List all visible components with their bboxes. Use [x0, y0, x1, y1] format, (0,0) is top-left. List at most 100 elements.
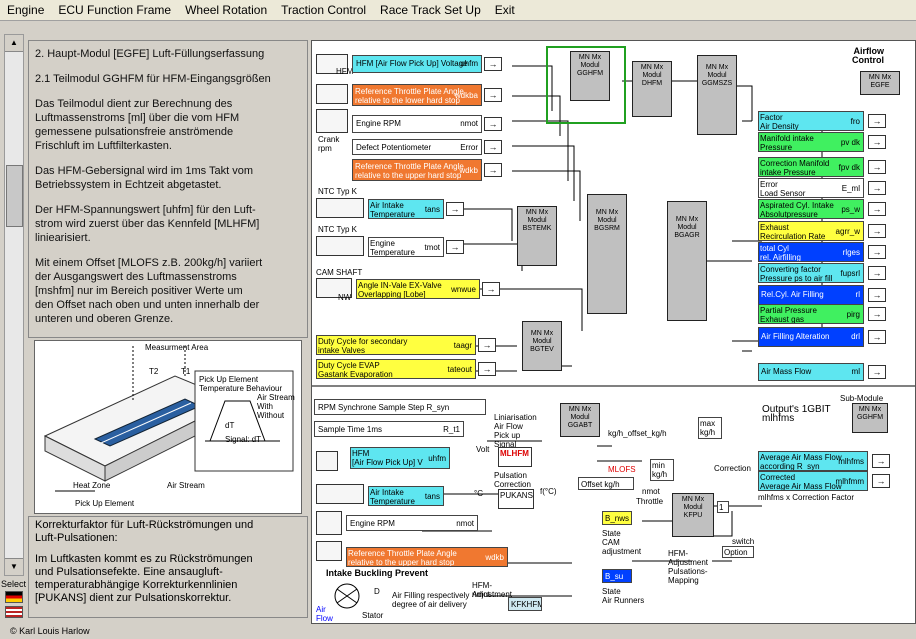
- input-rpm-sync[interactable]: RPM Synchrone Sample Step R_syn: [314, 399, 486, 415]
- nmot-small-label: nmot: [642, 487, 660, 496]
- hfm-sensor-drawing: [43, 346, 294, 492]
- hfm-adjustment2-label: HFM- Adjustment: [472, 581, 513, 599]
- input-valve-overlap[interactable]: Angle IN-Vale EX-Valve Overlapping [Lobe…: [356, 279, 480, 299]
- cam-shaft-label: CAM SHAFT: [316, 268, 363, 277]
- module-bstemk[interactable]: MN Mx Modul BSTEMK: [517, 206, 557, 266]
- module-ggabt[interactable]: MN Mx Modul GGABT: [560, 403, 600, 437]
- arrow-tans: →: [446, 202, 464, 216]
- arrow-out-fro: →: [868, 114, 886, 128]
- hfm-sensor-figure: Measurment Area T2 T1 Pick Up Element Te…: [34, 340, 302, 514]
- input-throttle-upper[interactable]: Reference Throttle Plate Angle relative …: [352, 159, 482, 181]
- arrow-uhfm: →: [484, 57, 502, 71]
- fig-signal-dt: Signal: dT: [225, 435, 262, 444]
- german-flag-icon[interactable]: [5, 591, 23, 603]
- intake-buckling-title: Intake Buckling Prevent: [326, 568, 429, 578]
- fig-dt: dT: [225, 421, 235, 430]
- sub-ntc-sensor-icon: [316, 484, 364, 504]
- max-limit[interactable]: max kg/h: [698, 417, 722, 439]
- module-egfe[interactable]: MN Mx EGFE: [860, 71, 900, 95]
- module-kfpu[interactable]: MN Mx Modul KFPU: [672, 493, 714, 537]
- description-panel: 2. Haupt-Modul [EGFE] Luft-Füllungserfas…: [28, 40, 308, 338]
- fig-air-stream-with: Air Stream With Without: [257, 393, 295, 420]
- kfkhfm-map[interactable]: KFKHFM: [508, 597, 542, 611]
- mlhfm-map[interactable]: MLHFM: [498, 447, 532, 467]
- liniarisation-label: Liniarisation Air Flow Pick up Signal: [494, 413, 537, 449]
- menu-exit[interactable]: Exit: [494, 3, 515, 17]
- submodule-gghfm[interactable]: MN Mx GGHFM: [852, 403, 888, 433]
- correction-label: Correction: [714, 464, 751, 473]
- offset-field[interactable]: Offset kg/h: [578, 477, 634, 490]
- arrow-taagr: →: [478, 338, 496, 352]
- offset-kgh-label: kg/h_offset_kg/h: [608, 429, 667, 438]
- paragraph-5: Korrekturfaktor für Luft-Rückströmungen …: [35, 519, 254, 544]
- footer: © Karl Louis Harlow: [0, 625, 916, 639]
- menu-engine[interactable]: Engine: [7, 3, 45, 17]
- switch-label: switch: [732, 537, 755, 546]
- sub-crank-sensor-icon: [316, 511, 342, 535]
- menu-traction-control[interactable]: Traction Control: [281, 3, 367, 17]
- module-bgtev[interactable]: MN Mx Modul BGTEV: [522, 321, 562, 371]
- min-limit[interactable]: min kg/h: [650, 459, 674, 481]
- state-bnws[interactable]: B_nws: [602, 511, 632, 525]
- fig-t1: T1: [181, 367, 191, 376]
- fig-t2: T2: [149, 367, 159, 376]
- heading-main-module: 2. Haupt-Modul [EGFE] Luft-Füllungserfas…: [35, 48, 265, 60]
- intake-flap-icon: [334, 583, 360, 609]
- ntc-label-2: NTC Typ K: [318, 225, 357, 234]
- heading-sub-module: 2.1 Teilmodul GGHFM für HFM-Eingangsgröß…: [35, 73, 271, 85]
- state-bsu[interactable]: B_su: [602, 569, 632, 583]
- arrow-out-mlhfms: →: [872, 454, 890, 468]
- cam-shaft-icon: [316, 278, 352, 298]
- arrow-error: →: [484, 140, 502, 154]
- arrow-out-drl: →: [868, 330, 886, 344]
- scroll-thumb[interactable]: [6, 165, 23, 227]
- arrow-tmot: →: [446, 240, 464, 254]
- d-label: D: [374, 587, 380, 596]
- scroll-up-icon[interactable]: ▲: [5, 35, 23, 52]
- input-throttle-lower[interactable]: Reference Throttle Plate Angle relative …: [352, 84, 482, 106]
- us-flag-icon[interactable]: [5, 606, 23, 618]
- menu-ecu-function-frame[interactable]: ECU Function Frame: [58, 3, 172, 17]
- air-filling-label: Air Filling respectively degree of air d…: [392, 591, 470, 609]
- pukans-map[interactable]: PUKANS: [498, 489, 534, 509]
- menu-wheel-rotation[interactable]: Wheel Rotation: [185, 3, 268, 17]
- module-bgagr[interactable]: MN Mx Modul BGAGR: [667, 201, 707, 321]
- arrow-tateout: →: [478, 362, 496, 376]
- option-box[interactable]: Option: [722, 546, 754, 558]
- sub-input-throttle-upper[interactable]: Reference Throttle Plate Angle relative …: [346, 547, 508, 567]
- vertical-scrollbar[interactable]: ▲ ▼: [4, 34, 24, 576]
- scroll-down-icon[interactable]: ▼: [5, 558, 23, 575]
- module-gghfm[interactable]: MN Mx Modul GGHFM: [570, 51, 610, 101]
- copyright: © Karl Louis Harlow: [10, 626, 90, 636]
- module-ggmszs[interactable]: MN Mx Modul GGMSZS: [697, 55, 737, 135]
- menu-race-track-set-up[interactable]: Race Track Set Up: [380, 3, 481, 17]
- module-bgsrm[interactable]: MN Mx Modul BGSRM: [587, 194, 627, 314]
- module-dhfm[interactable]: MN Mx Modul DHFM: [632, 61, 672, 117]
- output-converting-factor[interactable]: Converting factor Pressure ps to air fil…: [758, 263, 864, 283]
- state-air-runners-label: State Air Runners: [602, 587, 645, 605]
